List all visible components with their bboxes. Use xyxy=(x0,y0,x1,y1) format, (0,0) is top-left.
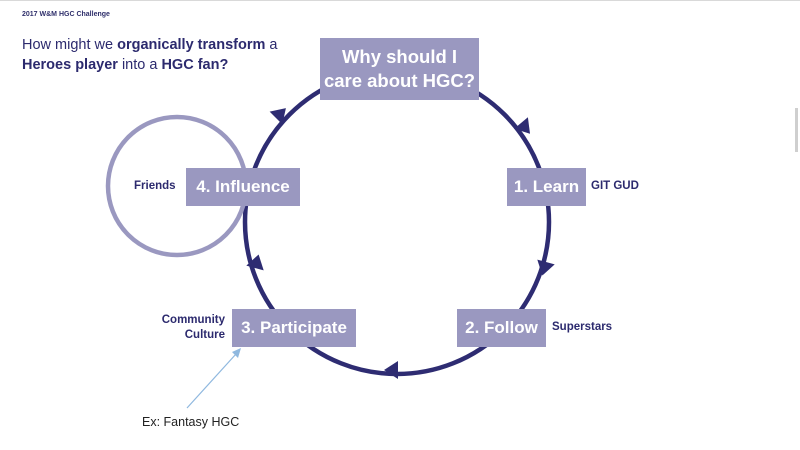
question-text: a xyxy=(265,37,278,53)
example-label: Ex: Fantasy HGC xyxy=(142,415,240,429)
follow-note: Superstars xyxy=(552,321,613,333)
question-emphasis: HGC fan? xyxy=(161,57,229,73)
cycle-arrow-3 xyxy=(384,361,398,379)
center-question-box: Why should I care about HGC? xyxy=(320,38,479,100)
slide-header: 2017 W&M HGC Challenge xyxy=(22,11,110,18)
step-influence-box: 4. Influence xyxy=(186,168,300,206)
question-text: into a xyxy=(117,57,162,73)
question-emphasis: Heroes player xyxy=(22,57,118,73)
cycle-arrow-2 xyxy=(537,259,555,276)
influence-note: Friends xyxy=(134,180,176,192)
participate-note-line-1: Community xyxy=(161,314,225,326)
center-line-2: care about HGC? xyxy=(323,70,476,91)
step-participate-box: 3. Participate xyxy=(232,309,356,347)
cycle-arrow-5 xyxy=(269,108,286,125)
slide-question: How might we organically transform a Her… xyxy=(22,35,322,75)
scroll-indicator xyxy=(795,108,798,152)
example-pointer-line xyxy=(186,353,237,409)
learn-note: GIT GUD xyxy=(591,180,639,192)
cycle-arrow-1 xyxy=(514,117,530,134)
step-follow-box: 2. Follow xyxy=(457,309,546,347)
participate-note: Community Culture xyxy=(140,313,225,343)
center-line-1: Why should I xyxy=(341,46,458,67)
example-pointer-head xyxy=(232,348,241,358)
top-border xyxy=(0,0,800,1)
step-learn-box: 1. Learn xyxy=(507,168,586,206)
question-emphasis: organically transform xyxy=(117,37,266,53)
participate-note-line-2: Culture xyxy=(184,329,225,341)
cycle-arrow-4 xyxy=(246,254,264,271)
question-text: How might we xyxy=(22,37,118,53)
